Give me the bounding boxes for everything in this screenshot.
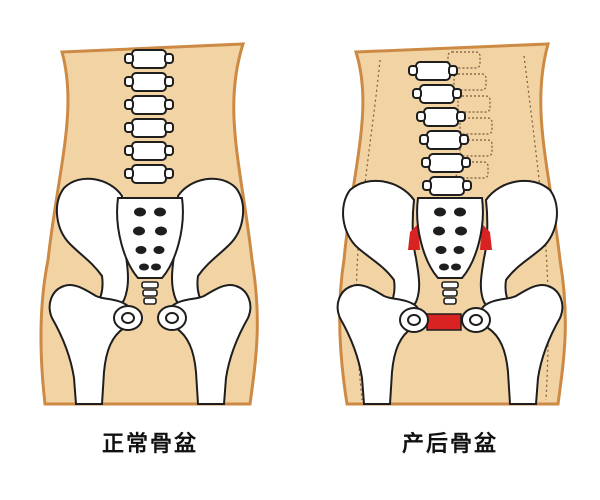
vertebra xyxy=(124,95,174,115)
vertebra xyxy=(124,49,174,69)
sacrum xyxy=(416,197,484,279)
sacroiliac-gap-right xyxy=(480,224,492,250)
left-femur xyxy=(336,284,429,405)
vertebra xyxy=(408,61,458,81)
vertebra xyxy=(416,107,466,127)
coccyx xyxy=(441,281,459,305)
left-hip-bone xyxy=(342,179,421,312)
vertebra xyxy=(422,176,472,196)
vertebra xyxy=(124,72,174,92)
vertebra xyxy=(124,141,174,161)
vertebra xyxy=(124,164,174,184)
pubic-symphysis-gap xyxy=(426,313,462,331)
coccyx xyxy=(141,281,159,305)
spine xyxy=(408,61,472,196)
right-femur xyxy=(461,284,564,405)
right-hip-bone xyxy=(479,179,558,312)
spine-shifted-outline xyxy=(447,51,493,179)
sacrum xyxy=(116,197,184,279)
vertebra xyxy=(124,118,174,138)
normal-pelvis-caption: 正常骨盆 xyxy=(101,432,198,457)
postpartum-pelvis-illustration xyxy=(336,42,567,406)
right-femur xyxy=(157,284,252,405)
sacroiliac-gap-left xyxy=(408,224,420,250)
vertebra xyxy=(419,130,469,150)
widened-silhouette-outline xyxy=(355,55,549,401)
spine xyxy=(124,49,174,184)
normal-pelvis-panel: 正常骨盆 xyxy=(39,42,259,457)
normal-pelvis-illustration xyxy=(39,42,259,406)
left-femur xyxy=(48,284,143,405)
vertebra xyxy=(412,84,462,104)
vertebra xyxy=(421,153,471,173)
postpartum-pelvis-caption: 产后骨盆 xyxy=(401,432,498,457)
postpartum-pelvis-panel: 产后骨盆 xyxy=(300,0,600,500)
